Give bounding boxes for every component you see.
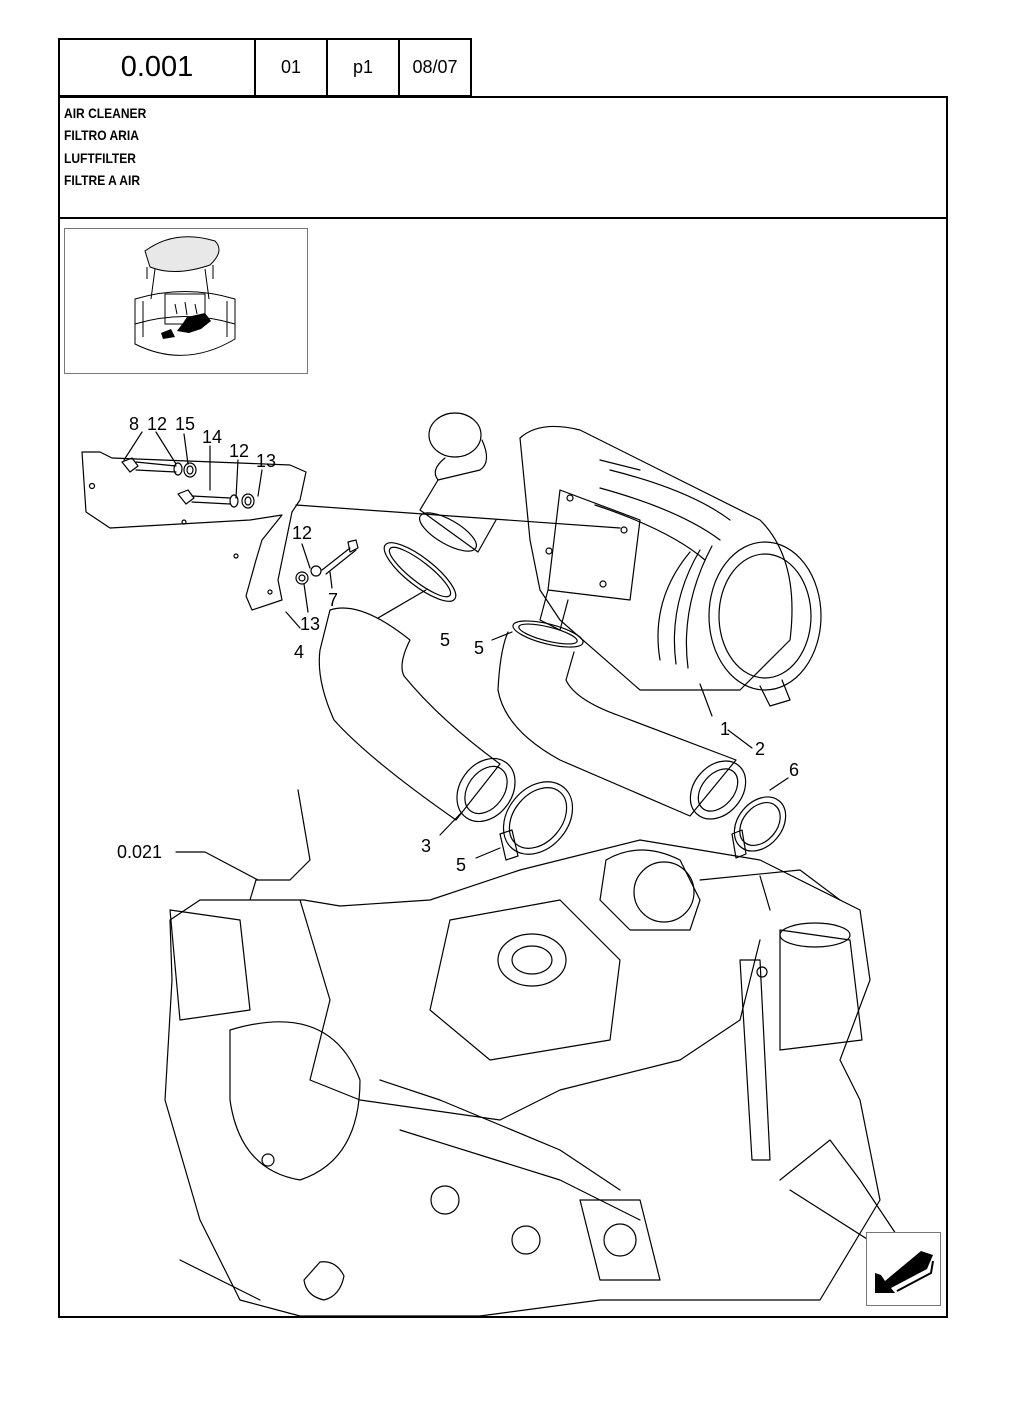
callout-5-b: 5 xyxy=(474,638,484,658)
callout-2: 2 xyxy=(755,739,765,759)
group-code-text: 0.001 xyxy=(120,51,194,83)
callout-4: 4 xyxy=(294,642,304,662)
header-cell-page-text: p1 xyxy=(352,57,374,77)
callout-12-a: 12 xyxy=(147,414,167,434)
title-en: AIR CLEANER xyxy=(64,105,147,121)
header-cell-page: p1 xyxy=(326,38,400,97)
callout-13-a: 13 xyxy=(256,451,276,471)
page-frame xyxy=(58,96,948,1318)
thumbnail-drawing xyxy=(134,236,236,356)
group-code: 0.001 xyxy=(58,38,256,97)
title-de: LUFTFILTER xyxy=(64,149,137,166)
title-it: FILTRO ARIA xyxy=(64,127,139,144)
header-cell-date-text: 08/07 xyxy=(412,57,458,77)
multilingual-titles: AIR CLEANER FILTRO ARIA LUFTFILTER FILTR… xyxy=(64,102,146,191)
machine-location-thumbnail-icon xyxy=(64,228,308,374)
callout-7: 7 xyxy=(328,590,338,610)
callout-12-c: 12 xyxy=(292,523,312,543)
callout-3: 3 xyxy=(421,836,431,856)
callout-5-a: 5 xyxy=(440,630,450,650)
callout-8: 8 xyxy=(129,414,139,434)
callout-5-c: 5 xyxy=(456,855,466,875)
callout-15: 15 xyxy=(175,414,195,434)
callout-ref-0-021: 0.021 xyxy=(117,842,162,862)
callout-12-b: 12 xyxy=(229,441,249,461)
header-cell-variant-text: 01 xyxy=(280,57,302,77)
callout-1: 1 xyxy=(720,719,730,739)
title-fr: FILTRE A AIR xyxy=(64,171,141,188)
callout-14: 14 xyxy=(202,427,222,447)
callout-6: 6 xyxy=(789,760,799,780)
title-divider xyxy=(58,217,948,219)
next-page-arrow-icon[interactable] xyxy=(866,1232,941,1306)
next-page-arrow-glyph xyxy=(875,1251,934,1293)
callout-13-b: 13 xyxy=(300,614,320,634)
